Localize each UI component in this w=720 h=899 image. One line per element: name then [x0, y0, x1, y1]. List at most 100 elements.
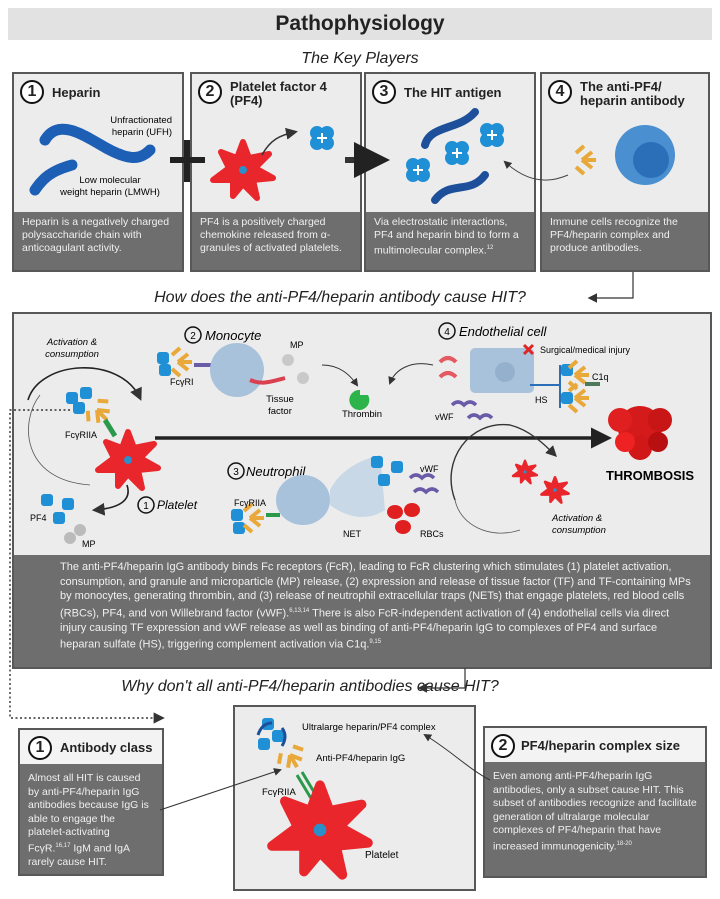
card-number: 4	[548, 80, 572, 104]
card-complex-size: 2 PF4/heparin complex size Even among an…	[483, 726, 707, 878]
card-title: The anti-PF4/ heparin antibody	[580, 79, 685, 108]
pf4-label: PF4	[30, 513, 47, 523]
fcgri-label: FcγRI	[170, 377, 194, 387]
fcgriia-label: FcγRIIA	[234, 498, 266, 508]
rbcs-label: RBCs	[420, 529, 444, 539]
mp-label: MP	[82, 539, 96, 549]
card-pf4: 2 Platelet factor 4 (PF4) PF4 is a posit…	[190, 72, 362, 272]
key-players-heading: The Key Players	[301, 50, 419, 67]
why-heading: Why don't all anti-PF4/heparin antibodie…	[121, 678, 499, 695]
card-title: PF4/heparin complex size	[521, 738, 680, 753]
monocyte-icon	[210, 343, 264, 397]
endothelial-label: Endothelial cell	[459, 324, 548, 339]
description-text: There is also FcR-independent activation…	[60, 607, 670, 651]
lmwh-label: weight heparin (LMWH)	[59, 187, 160, 198]
description-text: The anti-PF4/heparin IgG antibody binds …	[60, 561, 691, 620]
activation-cycle-line	[28, 394, 91, 486]
card-title: Antibody class	[60, 740, 153, 755]
reference: 6,13,14	[289, 607, 310, 614]
thrombus-icon	[608, 406, 672, 460]
platelet-label: Platelet	[365, 850, 399, 861]
card-description: Heparin is a negatively charged polysacc…	[14, 212, 182, 270]
fcgriia-receptor	[102, 418, 118, 438]
injury-x-icon	[522, 343, 535, 356]
activation-arrow	[27, 367, 142, 401]
monocyte-label: Monocyte	[205, 328, 261, 343]
card-antibody-class: 1 Antibody class Almost all HIT is cause…	[18, 728, 164, 876]
description-text: IgM and IgA rarely cause HIT.	[28, 842, 130, 868]
card-number: 1	[28, 736, 52, 760]
card-description: Immune cells recognize the PF4/heparin c…	[542, 212, 708, 270]
net-label: NET	[343, 529, 362, 539]
platelet-label: Platelet	[157, 498, 198, 512]
description-text: Even among anti-PF4/heparin IgG antibodi…	[493, 770, 697, 852]
reference: 12	[486, 245, 494, 251]
antibody-icon	[574, 144, 598, 176]
card-number: 2	[491, 734, 515, 758]
page-title: Pathophysiology	[8, 8, 712, 40]
card-description: PF4 is a positively charged chemokine re…	[192, 212, 360, 270]
complex-label: Ultralarge heparin/PF4 complex	[302, 722, 436, 733]
card-description: Even among anti-PF4/heparin IgG antibodi…	[485, 762, 705, 876]
tissue-factor-label: factor	[268, 406, 292, 417]
step-number: 2	[190, 331, 196, 342]
mechanism-description: The anti-PF4/heparin IgG antibody binds …	[14, 555, 710, 667]
card-number: 1	[20, 80, 44, 104]
card-title: Heparin	[52, 85, 101, 100]
card-number: 2	[198, 80, 222, 104]
vwf-label: vWF	[420, 464, 439, 474]
card-antibody: 4 The anti-PF4/ heparin antibody Immune …	[540, 72, 710, 272]
injury-label: Surgical/medical injury	[540, 345, 631, 355]
antibody-icon	[272, 740, 312, 777]
igg-label: Anti-PF4/heparin IgG	[316, 753, 405, 764]
lmwh-label: Low molecular	[79, 175, 140, 186]
step-number: 4	[444, 327, 450, 338]
card-title: Platelet factor 4 (PF4)	[230, 79, 327, 108]
vwf-label: vWF	[435, 412, 454, 422]
activation-label: Activation &	[551, 513, 602, 524]
mp-label: MP	[290, 340, 304, 350]
antibody-icon	[83, 396, 117, 430]
card-heparin: 1 Heparin Heparin is a negatively charge…	[12, 72, 184, 272]
description-text: Via electrostatic interactions, PF4 and …	[374, 216, 519, 257]
fcgriia-label: FcγRIIA	[65, 430, 97, 440]
heparin-chains-illustration	[29, 123, 156, 196]
platelet-icon	[98, 432, 158, 488]
plus-icon	[170, 140, 205, 182]
thrombosis-label: THROMBOSIS	[606, 468, 694, 483]
thrombin-icon	[349, 389, 370, 410]
pf4-icon	[309, 125, 335, 151]
card-title: The HIT antigen	[404, 85, 502, 100]
mechanism-heading: How does the anti-PF4/heparin antibody c…	[154, 289, 526, 306]
activation-label: Activation &	[46, 337, 97, 348]
hs-label: HS	[535, 395, 548, 405]
neutrophil-icon	[276, 475, 330, 525]
connector-arrow	[587, 272, 634, 303]
activation-label: consumption	[45, 349, 99, 360]
ufh-label: heparin (UFH)	[112, 127, 172, 138]
hit-antigen-icon	[405, 108, 505, 204]
description-text: Almost all HIT is caused by anti-PF4/hep…	[28, 772, 149, 854]
reference: 9,15	[369, 639, 382, 646]
connector-arrow	[417, 668, 466, 693]
neutrophil-label: Neutrophil	[246, 464, 306, 479]
card-number: 3	[372, 80, 396, 104]
antibody-icon	[242, 502, 266, 534]
step-number: 3	[233, 467, 239, 478]
platelet-icon	[272, 785, 368, 875]
net-icon	[330, 455, 385, 517]
release-arrow	[261, 127, 298, 156]
antibody-icon	[170, 346, 194, 378]
card-hit-antigen: 3 The HIT antigen Via electrostatic inte…	[364, 72, 536, 272]
c1q-label: C1q	[592, 372, 609, 382]
card-description: Via electrostatic interactions, PF4 and …	[366, 212, 534, 270]
release-arrow	[91, 484, 129, 516]
activation-label: consumption	[552, 525, 606, 536]
reference: 16,17	[55, 842, 71, 849]
rbc-icon	[395, 520, 411, 534]
step-number: 1	[143, 501, 149, 512]
ufh-label: Unfractionated	[110, 115, 172, 126]
tissue-factor-label: Tissue	[266, 394, 294, 405]
card-description: Almost all HIT is caused by anti-PF4/hep…	[20, 764, 162, 874]
